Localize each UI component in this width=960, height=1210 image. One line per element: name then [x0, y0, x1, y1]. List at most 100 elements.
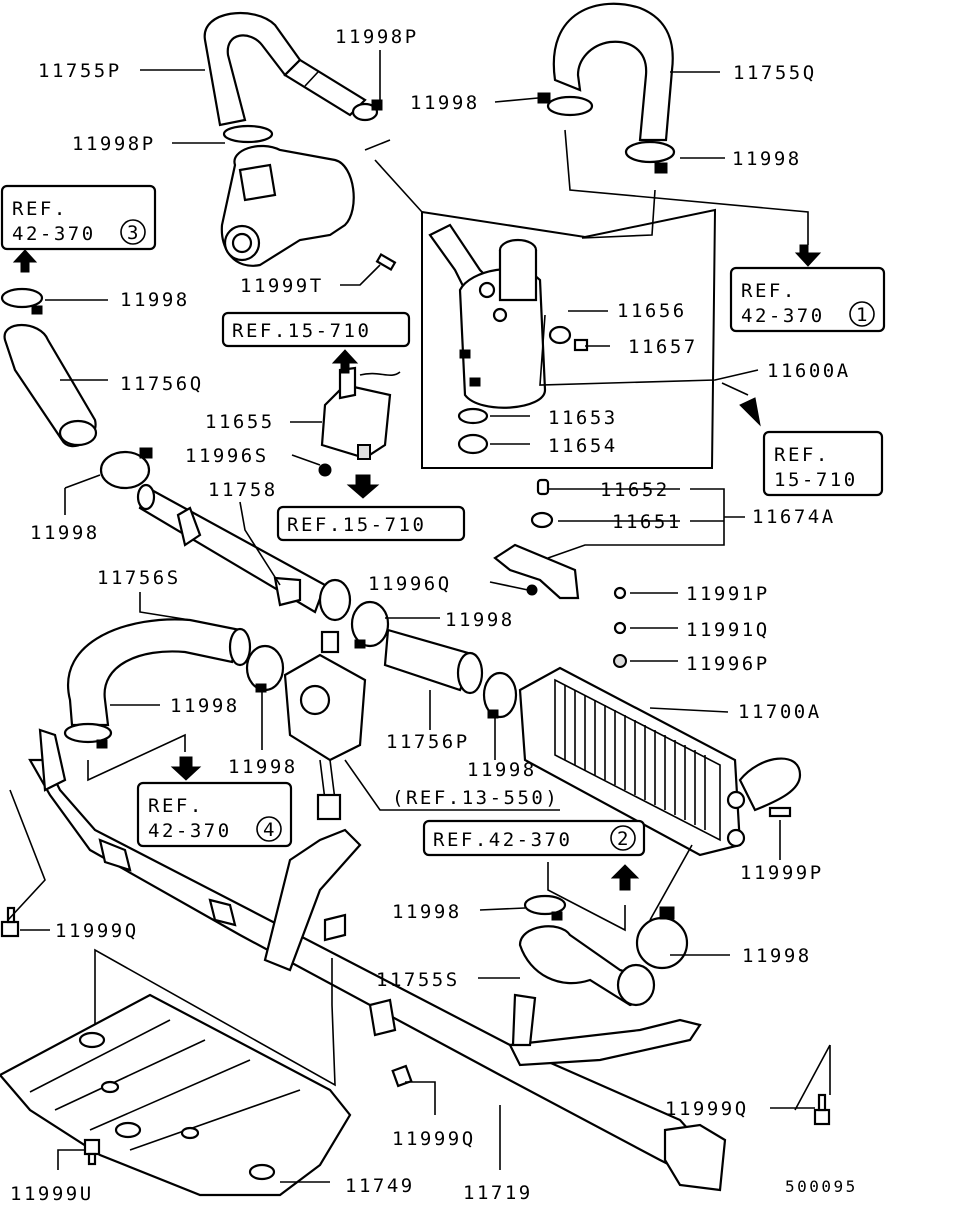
sensor-11655 — [318, 366, 401, 477]
frame-11719 — [28, 728, 727, 1192]
hose-11755S — [518, 894, 689, 1007]
part-11653-11654 — [457, 407, 489, 455]
label-11749: 11749 — [345, 1175, 415, 1197]
ref-box-15-710-a[interactable]: REF.15-710 — [221, 311, 411, 348]
label-11657: 11657 — [628, 336, 698, 358]
label-11652: 11652 — [600, 479, 670, 501]
ref-text: REF.15-710 — [232, 320, 371, 342]
ref-box-42-370-4[interactable]: REF. 42-370 4 — [136, 781, 293, 848]
label-11700A: 11700A — [738, 701, 822, 723]
label-11999Q: 11999Q — [55, 920, 139, 942]
arrow-down-ref3 — [794, 244, 822, 267]
label-11998P: 11998P — [72, 133, 156, 155]
arrow-up-ref2 — [331, 349, 359, 374]
throttle-body — [283, 630, 367, 821]
label-11991Q: 11991Q — [686, 619, 770, 641]
ref-text: REF. — [148, 795, 204, 817]
bolt-11999U — [83, 1138, 101, 1166]
hose-11756P — [350, 600, 518, 719]
hose-11755Q — [537, 2, 676, 174]
label-11655: 11655 — [205, 411, 275, 433]
label-11755P: 11755P — [38, 60, 122, 82]
label-11755S: 11755S — [376, 969, 460, 991]
label-11996S: 11996S — [185, 445, 269, 467]
ref-num: 1 — [856, 304, 870, 326]
ref-num: 3 — [127, 222, 141, 244]
air-cleaner-11600A — [428, 223, 547, 409]
label-11996Q: 11996Q — [368, 573, 452, 595]
label-11996P: 11996P — [686, 653, 770, 675]
ref-text: 42-370 — [12, 223, 96, 245]
label-11999T: 11999T — [240, 275, 324, 297]
bracket-11674A — [493, 478, 627, 668]
label-11758: 11758 — [208, 479, 278, 501]
bolt-11999Q-left — [0, 906, 20, 938]
part-labels: 11755P 11998P 11998P 11998 11755Q 11998 … — [10, 26, 858, 1205]
ref-box-42-370-2[interactable]: REF.42-370 2 — [422, 819, 646, 857]
label-11653: 11653 — [548, 407, 618, 429]
label-11999Q: 11999Q — [392, 1128, 476, 1150]
label-11998: 11998 — [30, 522, 100, 544]
arrow-down-ref5 — [346, 474, 380, 499]
ref-text: REF. — [12, 198, 68, 220]
arrow-up-ref8 — [610, 864, 640, 891]
ref-text: REF.15-710 — [287, 514, 426, 536]
label-11999P: 11999P — [740, 862, 824, 884]
arrow-ref4 — [721, 382, 761, 427]
label-11656: 11656 — [617, 300, 687, 322]
intercooler-11700A — [518, 666, 802, 857]
ref-box-42-370-1[interactable]: REF. 42-370 1 — [729, 266, 886, 333]
label-11651: 11651 — [612, 511, 682, 533]
turbocharger — [220, 99, 383, 267]
label-11998: 11998 — [742, 945, 812, 967]
arrow-up-ref1 — [12, 249, 38, 273]
label-11756P: 11756P — [386, 731, 470, 753]
label-11600A: 11600A — [767, 360, 851, 382]
part-11656-11657 — [548, 325, 589, 352]
label-11991P: 11991P — [686, 583, 770, 605]
ref-text: 15-710 — [774, 469, 858, 491]
label-11654: 11654 — [548, 435, 618, 457]
label-11755Q: 11755Q — [733, 62, 817, 84]
label-11999U: 11999U — [10, 1183, 94, 1205]
label-11999Q: 11999Q — [665, 1098, 749, 1120]
label-11998: 11998 — [467, 759, 537, 781]
label-11998P: 11998P — [335, 26, 419, 48]
ref-num: 4 — [263, 819, 277, 841]
bolt-11999Q-right — [813, 1093, 831, 1126]
label-11719: 11719 — [463, 1182, 533, 1204]
ref-num: 2 — [617, 828, 631, 850]
leader-lines — [7, 50, 831, 1183]
ref-text: 42-370 — [148, 820, 232, 842]
label-11998: 11998 — [445, 609, 515, 631]
pipe-11758 — [136, 483, 352, 622]
diagram-id: 500095 — [785, 1177, 858, 1196]
ref-text: 42-370 — [741, 305, 825, 327]
ref-box-42-370-3[interactable]: REF. 42-370 3 — [0, 184, 157, 251]
ref-text: REF.42-370 — [433, 829, 572, 851]
ref-text: REF. — [774, 444, 830, 466]
ref-box-15-710-b[interactable]: REF. 15-710 — [762, 430, 884, 497]
ref-text: REF. — [741, 280, 797, 302]
label-11998: 11998 — [170, 695, 240, 717]
label-11998: 11998 — [228, 756, 298, 778]
ref-box-15-710-c[interactable]: REF.15-710 — [276, 505, 466, 542]
air-cleaner-box-outline — [364, 139, 717, 469]
label-11998: 11998 — [410, 92, 480, 114]
label-11756S: 11756S — [97, 567, 181, 589]
label-11998: 11998 — [392, 901, 462, 923]
skid-plate-11749 — [0, 993, 352, 1197]
bolt-11999Q-bottom — [391, 1064, 413, 1088]
hose-11756S — [63, 618, 285, 749]
hose-11755P — [203, 11, 367, 127]
arrow-down-ref6 — [170, 756, 202, 781]
bolt-11999T — [375, 253, 397, 271]
hose-11756Q — [0, 287, 153, 490]
label-11998: 11998 — [120, 289, 190, 311]
ref-13-550[interactable]: (REF.13-550) — [392, 787, 559, 809]
label-11674A: 11674A — [752, 506, 836, 528]
label-11998: 11998 — [732, 148, 802, 170]
label-11756Q: 11756Q — [120, 373, 204, 395]
